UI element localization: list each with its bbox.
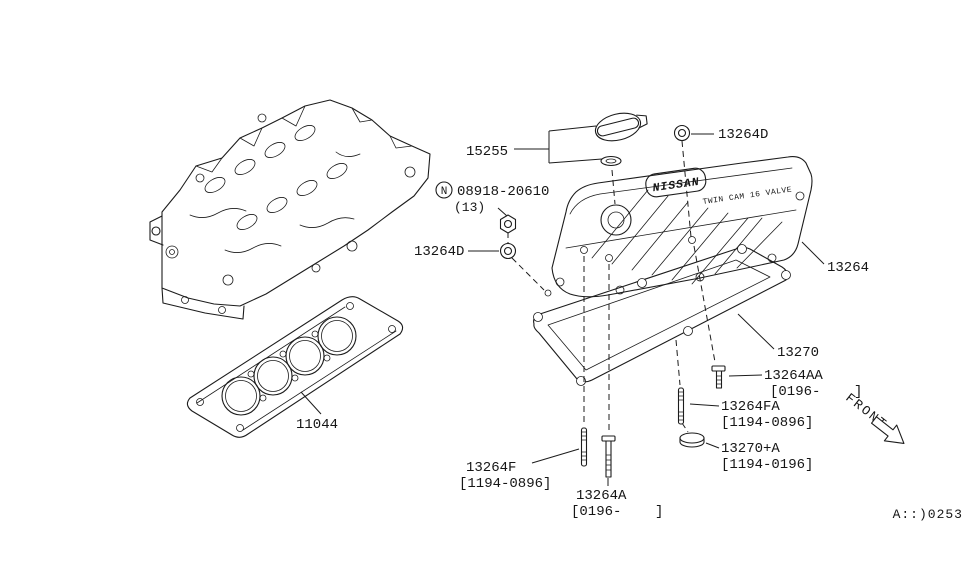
cover-ribs — [591, 189, 783, 285]
label-stud-f-range: [1194-0896] — [459, 476, 551, 492]
label-flange-nut: 08918-20610 — [457, 184, 549, 200]
cover-bolt-holes — [544, 191, 805, 297]
label-oil-filler-cap: 15255 — [466, 144, 508, 160]
label-bolt-a-range: [0196- ] — [571, 504, 663, 520]
oil-filler-cap-part — [594, 112, 648, 167]
bolt-13264AA-part — [711, 365, 726, 389]
front-arrow-icon — [870, 416, 905, 444]
label-stud-fa-range: [1194-0896] — [721, 415, 813, 431]
gasket-bolt-holes — [196, 302, 396, 432]
label-stud-f: 13264F — [466, 460, 516, 476]
label-bolt-aa: 13264AA — [764, 368, 823, 384]
leader-13270A — [705, 442, 720, 449]
label-plug-a-range: [1194-0196] — [721, 457, 813, 473]
stud-13264F-part — [580, 427, 588, 467]
leader-15255 — [514, 125, 603, 164]
stud-13264FA-part — [677, 387, 685, 425]
nissan-badge: NISSAN — [645, 167, 707, 198]
leader-13264AA — [728, 374, 763, 377]
cover-engraving-text: TWIN CAM 16 VALVE — [702, 186, 793, 207]
assembly-dashed-lines — [507, 140, 716, 433]
plug-13270A-part — [679, 432, 705, 448]
grommet-left-part — [499, 242, 517, 260]
rocker-cover-drawing: NISSAN TWIN CAM 16 VALVE — [544, 156, 813, 298]
label-rocker-cover: 13264 — [827, 260, 869, 276]
gasket-tabs — [533, 244, 791, 386]
leader-nut — [497, 207, 508, 217]
rocker-cover-gasket-drawing — [533, 244, 791, 386]
label-flange-nut-qty: (13) — [454, 200, 485, 215]
cam-lobes — [204, 125, 348, 230]
doc-code: A::)0253 — [893, 507, 963, 522]
label-plug-a: 13270+A — [721, 441, 780, 457]
leader-lines — [300, 125, 825, 486]
leader-13270 — [737, 313, 775, 350]
callout-labels: 15255 N 08918-20610 (13) 13264D 13264D 1… — [296, 127, 869, 520]
leader-13264 — [801, 241, 825, 265]
nut-symbol: N — [441, 186, 448, 198]
cylinder-head-drawing — [149, 99, 431, 320]
label-stud-fa: 13264FA — [721, 399, 780, 415]
head-gasket-drawing — [186, 296, 404, 438]
leader-13264FA — [689, 403, 720, 407]
nut-symbol-circle — [435, 181, 453, 199]
flange-nut-part — [499, 214, 517, 234]
leader-11044 — [300, 391, 322, 415]
oil-filler-neck — [600, 204, 632, 236]
cylinder-bores — [221, 316, 357, 416]
cover-brand-text: NISSAN — [652, 176, 701, 195]
label-bolt-aa-range: [0196- ] — [770, 384, 862, 400]
label-grommet-left: 13264D — [414, 244, 464, 260]
label-cover-gasket: 13270 — [777, 345, 819, 361]
label-bolt-a: 13264A — [576, 488, 627, 504]
leader-13264F — [531, 448, 580, 464]
label-grommet-top: 13264D — [718, 127, 768, 143]
front-indicator: FRONT — [843, 390, 905, 444]
label-head-gasket: 11044 — [296, 417, 338, 433]
grommet-top-part — [673, 124, 691, 142]
bolt-13264A-part — [601, 435, 616, 478]
